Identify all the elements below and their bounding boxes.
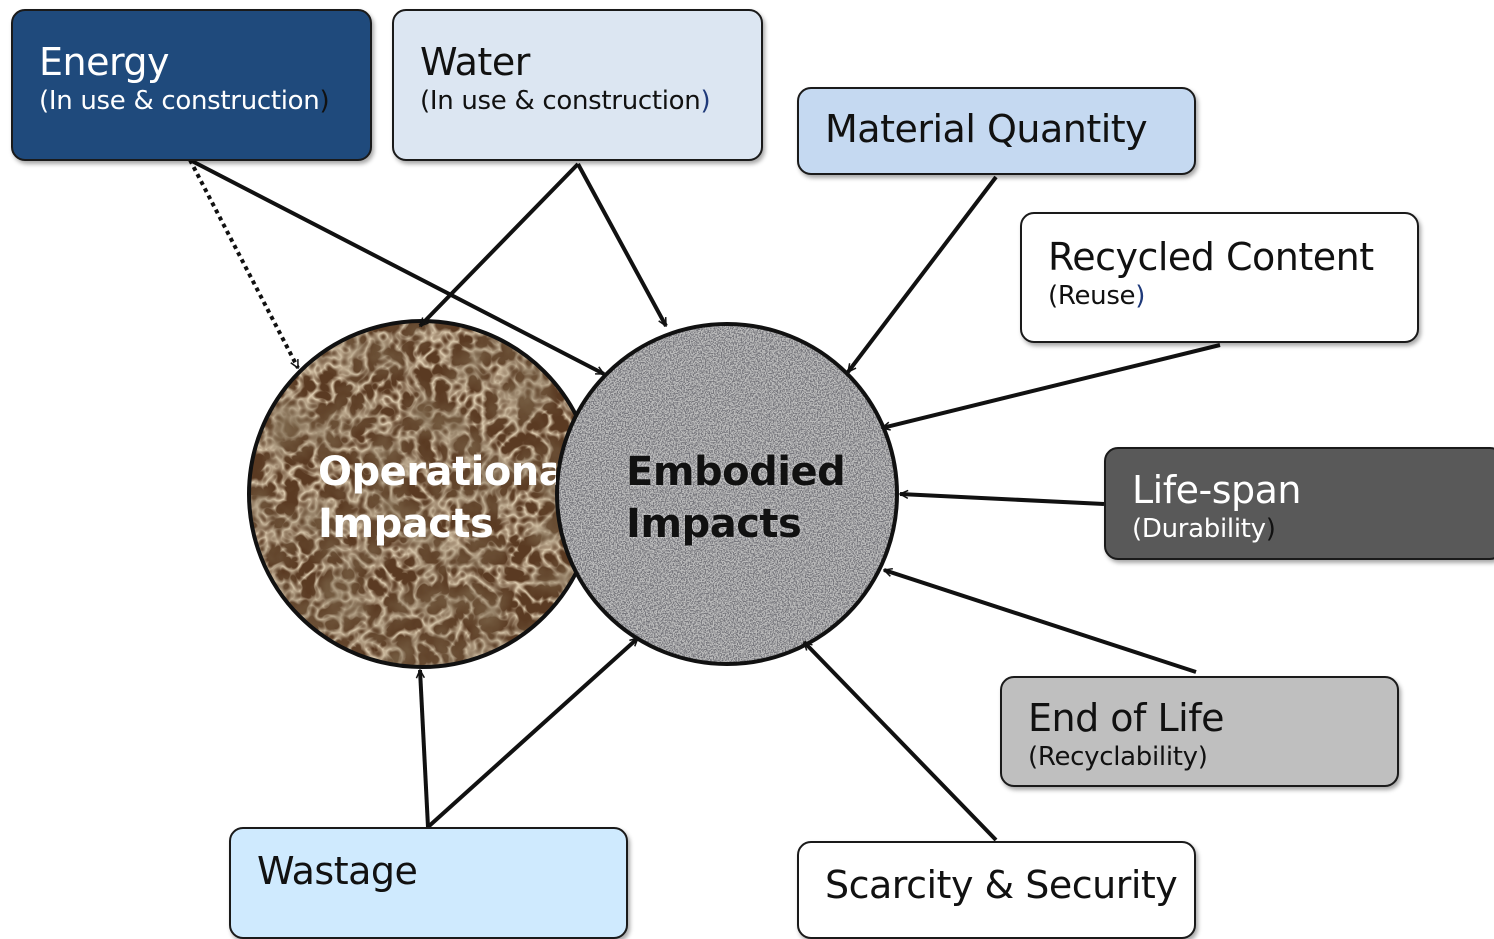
end-of-life-title: End of Life [1028, 696, 1225, 740]
water-subtitle: (In use & construction) [420, 85, 735, 117]
embodied-impacts-line1: Embodied [626, 449, 846, 495]
operational-impacts-line1: Operational [318, 449, 556, 495]
water-title: Water [420, 40, 530, 84]
wastage-box: Wastage [229, 827, 628, 939]
edge-wastage-operational [420, 670, 430, 828]
life-span-title: Life-span [1132, 468, 1302, 512]
energy-title: Energy [39, 40, 170, 84]
life-span-box: Life-span (Durability) [1104, 447, 1494, 560]
edge-energy-operational [188, 159, 300, 368]
embodied-impacts-line2: Impacts [626, 501, 802, 547]
edge-material-embodied [846, 175, 998, 372]
edge-eol-embodied [884, 570, 1197, 674]
edge-scarcity-embodied [802, 640, 998, 842]
end-of-life-subtitle: (Recyclability) [1028, 742, 1208, 772]
recycled-content-subtitle: (Reuse) [1048, 280, 1391, 312]
water-subtitle-close: ) [700, 86, 711, 116]
energy-box: Energy (In use & construction) [11, 9, 372, 161]
scarcity-security-title: Scarcity & Security [825, 863, 1178, 907]
embodied-impacts-label: Embodied Impacts [626, 446, 846, 550]
connector-lines [188, 158, 1221, 842]
embodied-impacts-circle [555, 322, 899, 666]
edge-water-operational [418, 162, 580, 328]
water-subtitle-text: (In use & construction [420, 86, 701, 116]
operational-impacts-circle [247, 319, 597, 669]
water-box: Water (In use & construction) [392, 9, 763, 161]
edge-lifespan-embodied [900, 494, 1105, 506]
life-span-subtitle: (Durability) [1132, 513, 1476, 545]
edge-energy-embodied [189, 158, 604, 376]
edge-wastage-embodied [426, 636, 640, 829]
operational-impacts-line2: Impacts [318, 501, 494, 547]
wastage-title: Wastage [257, 849, 418, 893]
recycled-content-subtitle-close: ) [1135, 281, 1146, 311]
recycled-content-title: Recycled Content [1048, 235, 1374, 279]
edge-water-embodied [576, 163, 668, 326]
material-quantity-title: Material Quantity [825, 107, 1148, 151]
recycled-content-subtitle-text: (Reuse [1048, 281, 1136, 311]
energy-subtitle-text: (In use & construction [39, 86, 320, 116]
end-of-life-box: End of Life (Recyclability) [1000, 676, 1399, 787]
energy-subtitle: (In use & construction) [39, 85, 344, 117]
operational-impacts-label: Operational Impacts [318, 446, 556, 550]
material-quantity-box: Material Quantity [797, 87, 1196, 175]
scarcity-security-box: Scarcity & Security [797, 841, 1196, 939]
recycled-content-box: Recycled Content (Reuse) [1020, 212, 1419, 343]
life-span-subtitle-text: (Durability [1132, 514, 1266, 544]
edge-recycled-embodied [882, 343, 1221, 428]
energy-subtitle-close: ) [319, 86, 330, 116]
life-span-subtitle-close: ) [1265, 514, 1276, 544]
